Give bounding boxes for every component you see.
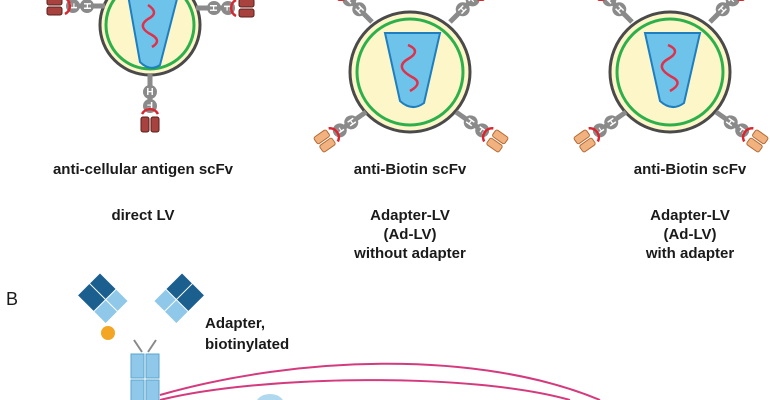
receptor-biotin-5 bbox=[585, 0, 639, 28]
scfv-label-adlv-with: anti-Biotin scFv bbox=[633, 161, 747, 178]
receptor-biotin-3 bbox=[312, 105, 371, 154]
adapter-antibody bbox=[78, 273, 204, 400]
receptor-biotin-2 bbox=[444, 0, 498, 28]
description-adlv-with-adapter: Adapter-LV (Ad-LV) with adapter bbox=[645, 207, 735, 262]
receptor-biotin-7 bbox=[572, 105, 631, 154]
description-adlv-without-adapter: Adapter-LV (Ad-LV) without adapter bbox=[354, 207, 466, 262]
receptor-cellular-3 bbox=[141, 74, 159, 133]
receptor-biotin-4 bbox=[451, 105, 510, 154]
receptor-biotin-1 bbox=[325, 0, 379, 28]
panel-letter-b: B bbox=[6, 289, 19, 309]
receptor-biotin-6 bbox=[704, 0, 758, 28]
zoom-link-lines bbox=[159, 362, 601, 400]
biotin-dot-icon bbox=[101, 326, 115, 340]
virus-adlv-without-adapter bbox=[312, 0, 510, 154]
virus-adlv-with-adapter bbox=[572, 0, 770, 154]
description-direct-lv: direct LV bbox=[111, 207, 175, 224]
adapter-label: Adapter, biotinylated bbox=[205, 315, 290, 353]
virus-direct-lv bbox=[46, 0, 255, 133]
scfv-label-direct: anti-cellular antigen scFv bbox=[52, 161, 234, 178]
receptor-cellular-1 bbox=[46, 0, 105, 15]
scfv-label-adlv-without: anti-Biotin scFv bbox=[353, 161, 467, 178]
receptor-cellular-2 bbox=[196, 0, 255, 17]
receptor-biotin-8 bbox=[711, 105, 770, 154]
